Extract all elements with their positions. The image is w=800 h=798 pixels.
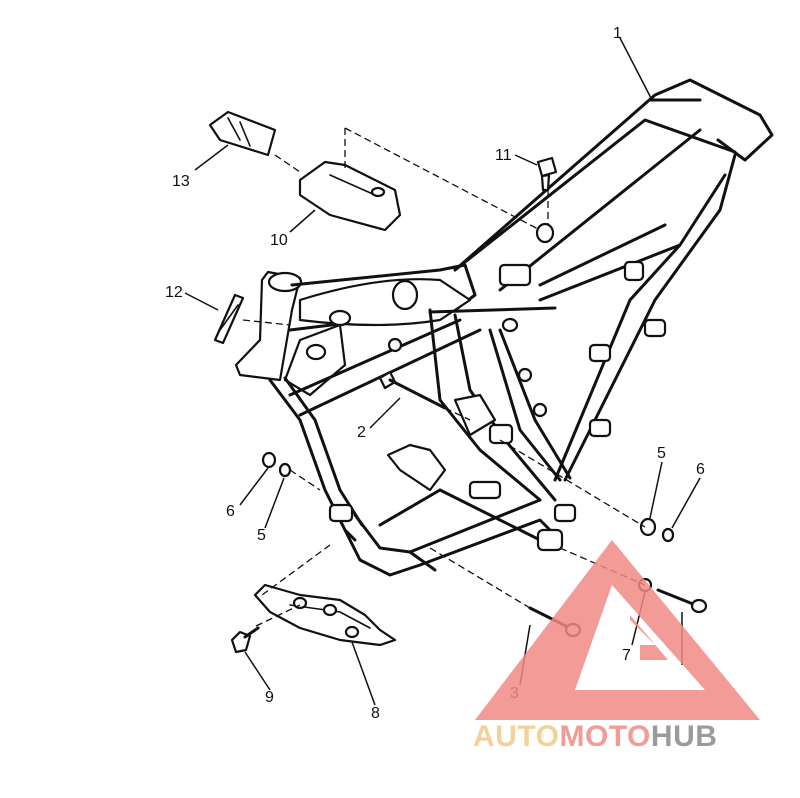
assembly-lines [242, 127, 646, 627]
callout-9: 9 [265, 689, 274, 706]
main-frame [234, 78, 774, 577]
automotohub-watermark: AUTOMOTOHUB [473, 540, 760, 753]
callout-13: 13 [172, 173, 190, 190]
watermark-text: AUTOMOTOHUB [473, 720, 717, 753]
watermark-inner-mark [630, 615, 668, 660]
callout-5-right: 5 [657, 445, 666, 462]
part-11-bolt [536, 156, 558, 192]
watermark-auto: AUTO [473, 720, 559, 753]
callout-6-left: 6 [226, 503, 235, 520]
part-13-pad [208, 110, 277, 157]
callout-2: 2 [357, 424, 366, 441]
part-10-cover [298, 160, 402, 232]
watermark-moto: MOTO [559, 720, 650, 753]
callout-8: 8 [371, 705, 380, 722]
watermark-triangle-icon [475, 540, 760, 720]
parts-5-6-right [639, 517, 675, 543]
part-12-strip [213, 293, 245, 345]
callout-5-left: 5 [257, 527, 266, 544]
callout-6-right: 6 [696, 461, 705, 478]
parts-5-6-left [261, 451, 292, 478]
part-9-bolt [230, 626, 260, 654]
part-8-skid-plate [253, 583, 397, 647]
callout-12: 12 [165, 284, 183, 301]
callout-10: 10 [270, 232, 288, 249]
callout-11: 11 [495, 147, 512, 164]
callout-7: 7 [622, 647, 631, 664]
callout-1: 1 [613, 25, 622, 42]
part-2-bolt [378, 370, 447, 410]
watermark-hub: HUB [651, 720, 718, 753]
